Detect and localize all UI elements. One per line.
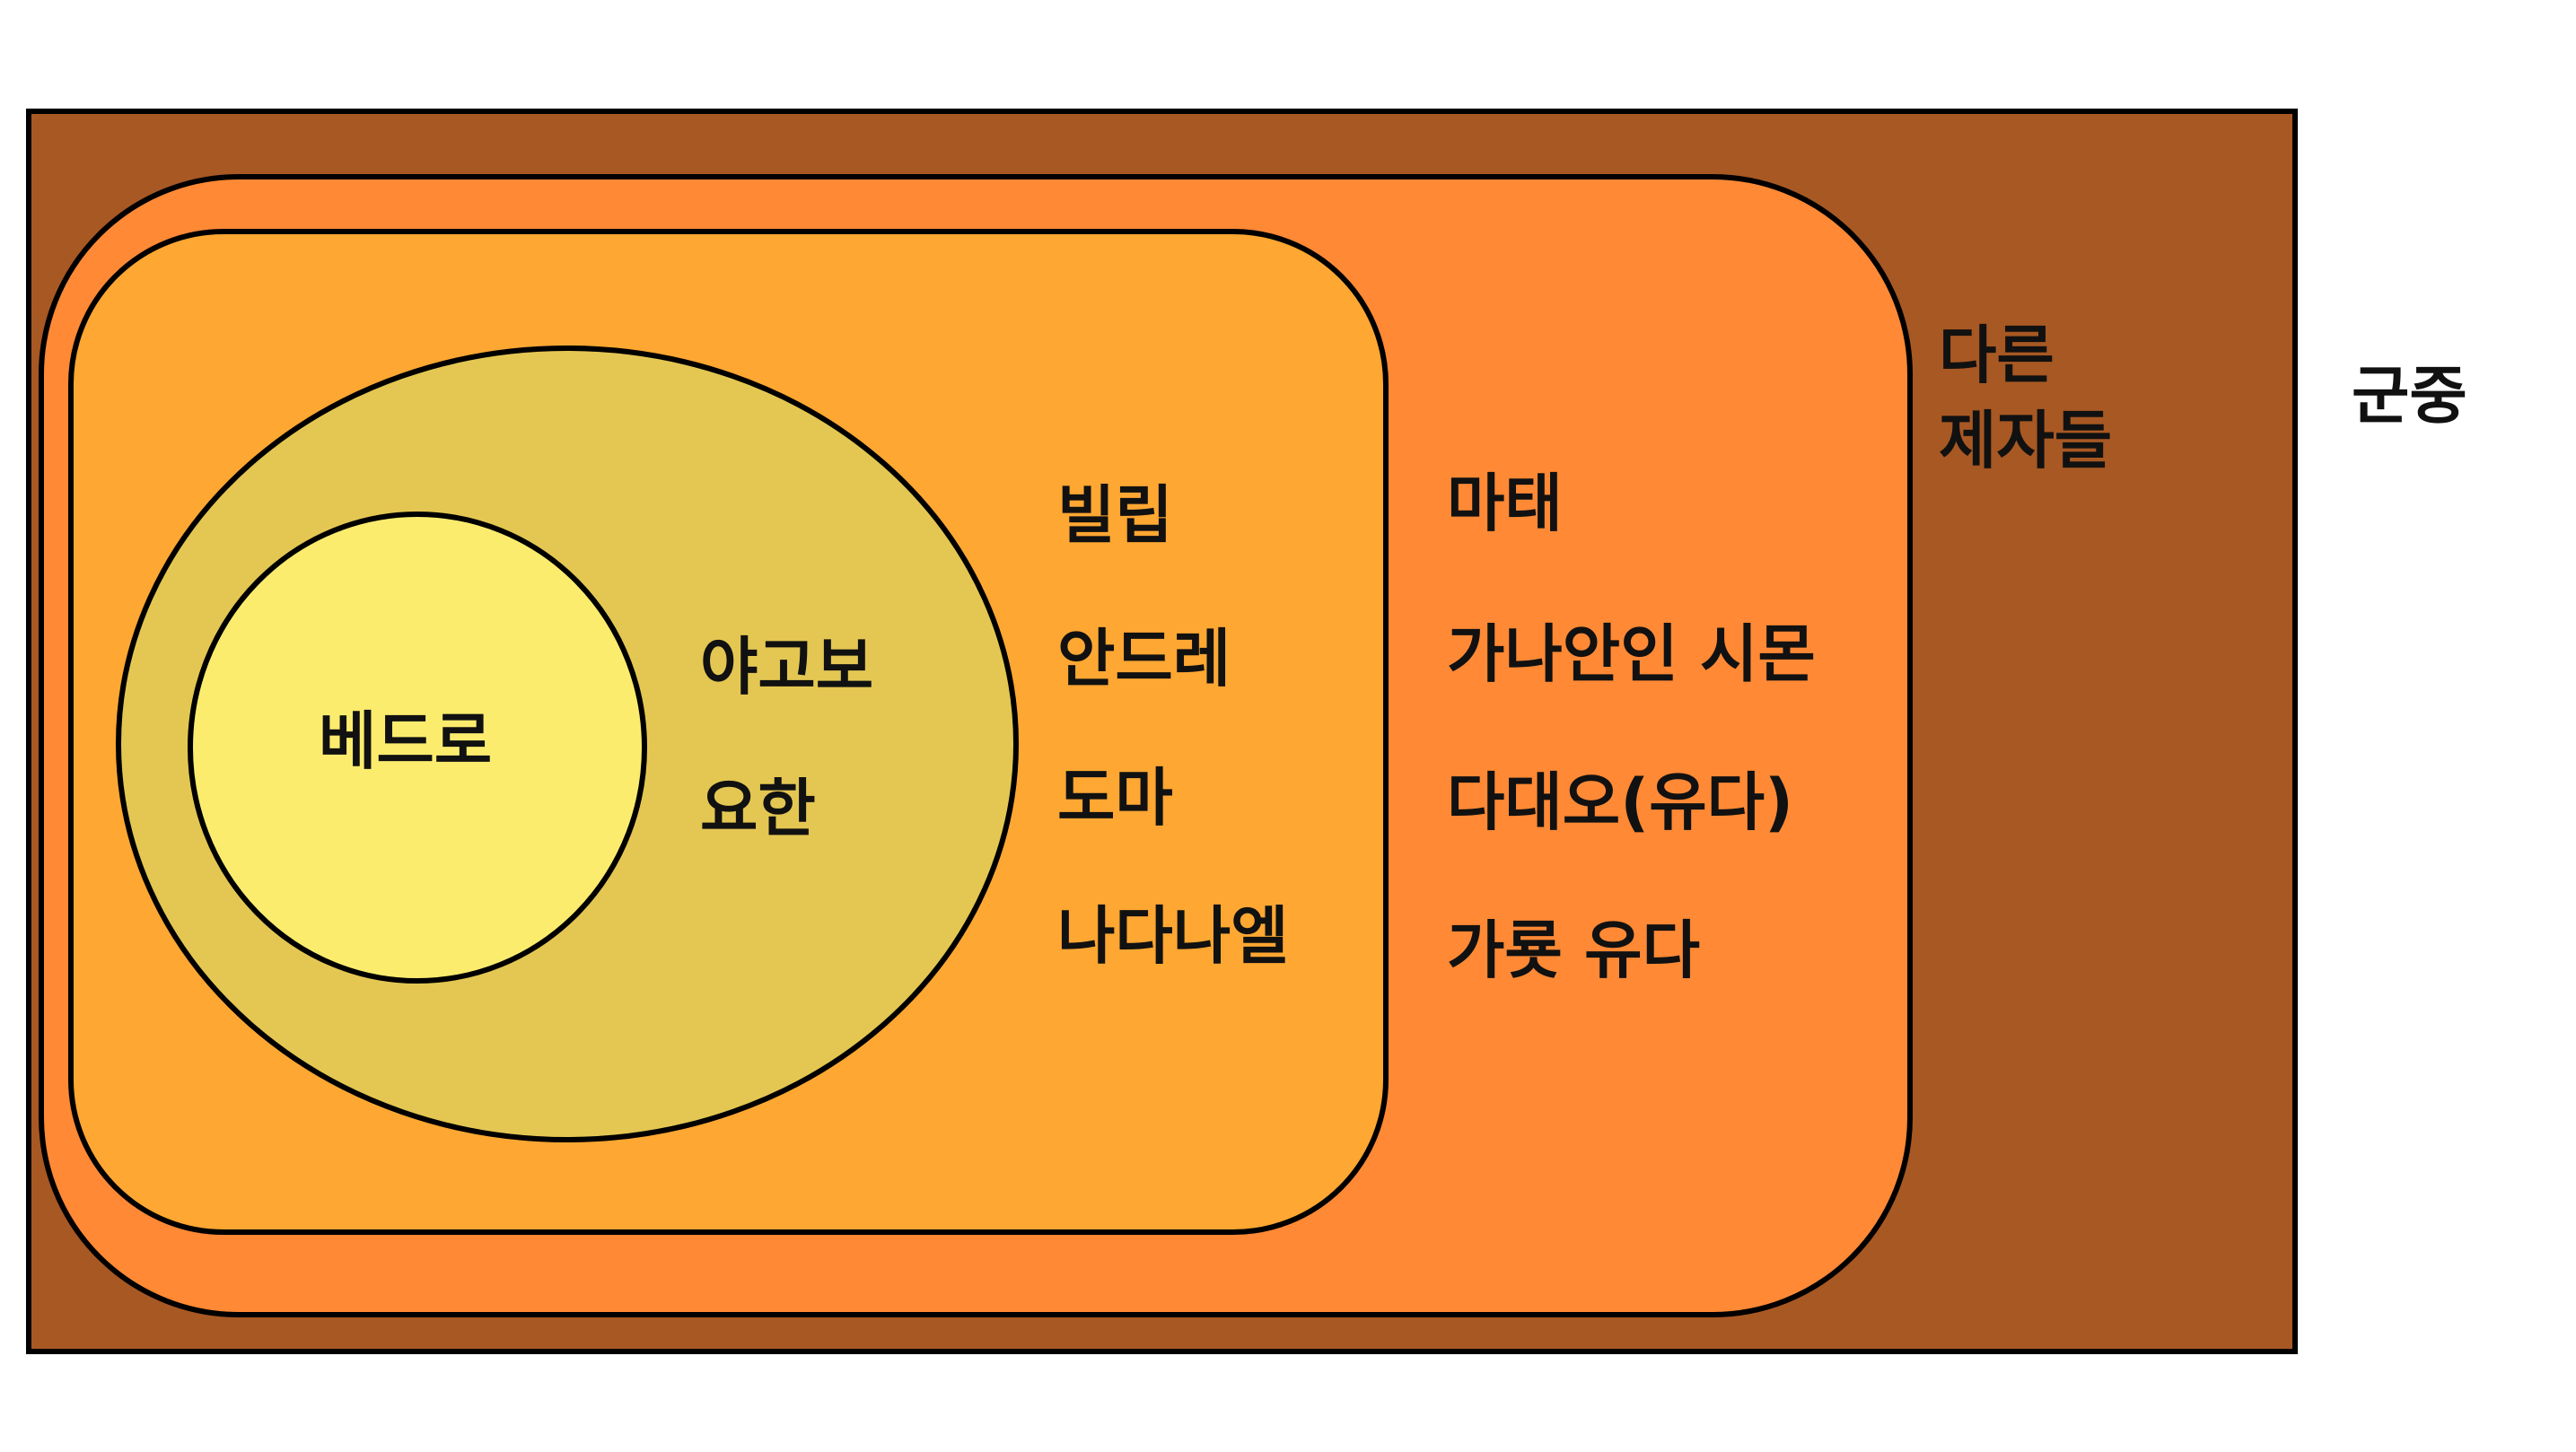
twelve-label-thaddeus: 다대오(유다) xyxy=(1447,765,1793,839)
twelve-label-thomas: 도마 xyxy=(1057,761,1173,835)
twelve-label-judas: 가룟 유다 xyxy=(1447,914,1700,987)
peter-region xyxy=(188,512,647,984)
twelve-label-philip: 빌립 xyxy=(1057,478,1173,552)
twelve-label-matthew: 마태 xyxy=(1447,467,1563,540)
twelve-label-nathanael: 나다나엘 xyxy=(1057,899,1289,973)
three-label-james: 야고보 xyxy=(700,630,873,704)
peter-label: 베드로 xyxy=(319,704,492,778)
twelve-label-simon: 가나안인 시몬 xyxy=(1447,617,1816,691)
other-disciples-label-line1: 다른 xyxy=(1939,319,2055,392)
other-disciples-label-line2: 제자들 xyxy=(1939,404,2112,477)
three-label-john: 요한 xyxy=(700,772,816,845)
crowd-label: 군중 xyxy=(2352,359,2467,433)
twelve-label-andrew: 안드레 xyxy=(1057,622,1231,695)
